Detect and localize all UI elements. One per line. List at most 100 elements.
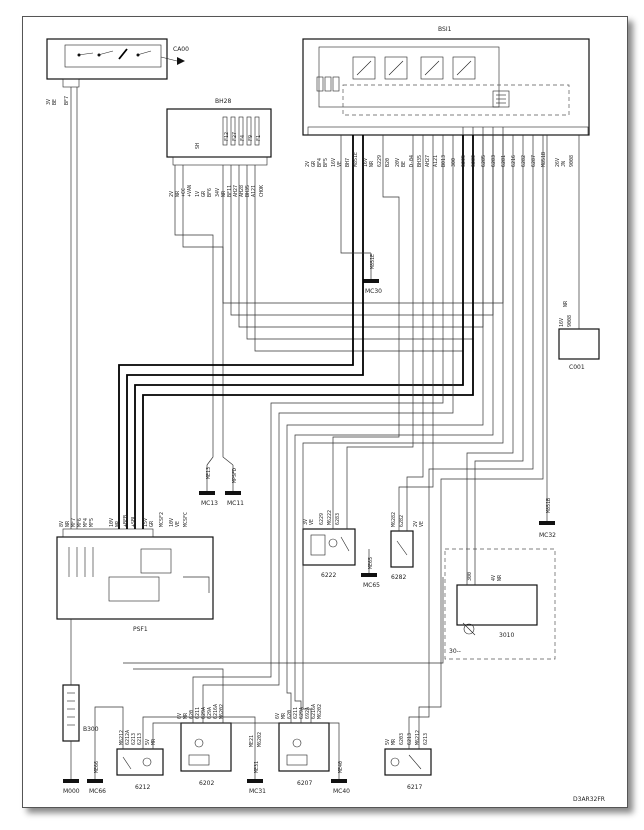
svg-text:6283: 6283 (335, 513, 341, 525)
ground-mc31: MC31 ME31 (247, 751, 266, 795)
svg-text:1V: 1V (195, 191, 201, 197)
ca00-conn-color: BE (52, 99, 58, 105)
svg-text:6282: 6282 (399, 515, 405, 527)
svg-text:M851B: M851B (546, 498, 552, 513)
svg-text:3V: 3V (303, 519, 309, 525)
svg-text:9008: 9008 (569, 155, 575, 167)
svg-text:629A: 629A (299, 707, 305, 719)
ca00-conn-bf: BF7 (64, 96, 70, 105)
svg-text:620: 620 (287, 710, 293, 719)
bh28-sh-label: SH (195, 143, 201, 149)
svg-text:VE: VE (419, 521, 425, 527)
svg-text:2V: 2V (413, 521, 419, 527)
svg-text:+VAN: +VAN (187, 185, 193, 197)
c6217-label: 6217 (407, 784, 422, 791)
svg-text:GR: GR (149, 520, 155, 527)
c3010-sub-label: 30-- (449, 648, 461, 655)
svg-text:BF4: BF4 (317, 158, 323, 167)
svg-text:16V: 16V (559, 318, 565, 327)
key-icon (177, 57, 185, 65)
psf1-module: PSF1 (56, 528, 214, 633)
svg-text:M851E: M851E (353, 152, 359, 167)
svg-text:M851B: M851B (541, 152, 547, 167)
ground-m000: M000 (63, 741, 80, 795)
c001-label: C001 (569, 364, 585, 371)
svg-text:300: 300 (467, 572, 473, 581)
svg-text:+SBL: +SBL (131, 515, 137, 527)
c6202-label: 6202 (199, 780, 214, 787)
svg-text:BE: BE (401, 161, 407, 167)
svg-text:6281: 6281 (501, 155, 507, 167)
ca00-conn-v: 3V (46, 99, 52, 105)
svg-text:ME13: ME13 (206, 467, 212, 479)
c6282-label: 6282 (391, 574, 406, 581)
svg-text:34V: 34V (215, 188, 221, 197)
ground-mc40: MC40 ME40 (331, 751, 350, 795)
c6207-label: 6207 (297, 780, 312, 787)
svg-text:MF6: MF6 (77, 518, 83, 527)
svg-text:F1: F1 (256, 135, 262, 141)
svg-text:F12: F12 (224, 132, 230, 141)
svg-text:MC66: MC66 (89, 788, 106, 795)
svg-text:16V: 16V (363, 158, 369, 167)
svg-text:MF5: MF5 (89, 518, 95, 527)
svg-text:6213: 6213 (407, 733, 413, 745)
b300-label: B300 (83, 726, 99, 733)
psf1-label: PSF1 (133, 626, 148, 633)
bsi1-module: BSI1 (302, 26, 590, 136)
wiring-diagram: CA00 3V BE BF7 BSI1 BH28 S (46, 26, 605, 803)
svg-text:+BFB: +BFB (123, 515, 129, 527)
svg-text:JN: JN (561, 161, 567, 167)
svg-text:AH27: AH27 (425, 155, 431, 167)
svg-text:MC11: MC11 (227, 500, 244, 507)
svg-text:6287: 6287 (531, 155, 537, 167)
svg-text:MCSF2: MCSF2 (159, 512, 165, 527)
svg-text:6229: 6229 (319, 513, 325, 525)
svg-text:NR: NR (65, 520, 71, 527)
svg-text:BF11: BF11 (227, 185, 233, 197)
svg-text:6211: 6211 (195, 707, 201, 719)
svg-text:6285: 6285 (481, 155, 487, 167)
watermark-code: D3AR32FR (573, 796, 605, 803)
svg-text:MPSFD: MPSFD (232, 468, 238, 483)
svg-text:M6212: M6212 (415, 730, 421, 745)
c3010-component: 3010 30-- (444, 548, 556, 660)
svg-text:M6202: M6202 (257, 732, 263, 747)
svg-text:ME40: ME40 (338, 761, 344, 773)
svg-text:A121: A121 (251, 185, 257, 197)
svg-text:NR: NR (175, 190, 181, 197)
svg-text:2V: 2V (169, 191, 175, 197)
svg-text:MF7: MF7 (71, 518, 77, 527)
c001-conn-label: 9008 (567, 315, 573, 327)
c6222-component: 6222 (302, 528, 356, 579)
c6212-label: 6212 (135, 784, 150, 791)
svg-text:MC40: MC40 (333, 788, 350, 795)
svg-text:15V: 15V (143, 518, 149, 527)
svg-text:+CC: +CC (181, 188, 187, 197)
svg-text:ME31: ME31 (254, 761, 260, 773)
svg-text:NR: NR (115, 520, 121, 527)
c6207-component: 6207 (278, 722, 330, 787)
svg-text:D-04: D-04 (409, 155, 415, 167)
bsi1-label: BSI1 (438, 26, 452, 33)
svg-text:M6282: M6282 (391, 512, 397, 527)
svg-text:4V: 4V (491, 575, 497, 581)
svg-text:692A: 692A (305, 707, 311, 719)
svg-text:620: 620 (189, 710, 195, 719)
svg-text:VE: VE (175, 521, 181, 527)
svg-text:ME21: ME21 (249, 735, 255, 747)
svg-text:10V: 10V (169, 518, 175, 527)
svg-text:629A: 629A (207, 707, 213, 719)
svg-text:AH27: AH27 (233, 185, 239, 197)
svg-text:6216A: 6216A (213, 704, 219, 719)
svg-text:6216: 6216 (511, 155, 517, 167)
svg-text:BH35: BH35 (245, 185, 251, 197)
svg-text:6213: 6213 (423, 733, 429, 745)
b300-battery: B300 (62, 684, 99, 742)
svg-text:8V: 8V (59, 521, 65, 527)
bh28-fusebox: BH28 SH (166, 98, 272, 166)
ground-mc11: MC11 MPSFD (225, 465, 244, 507)
svg-text:VE: VE (309, 519, 315, 525)
ground-mc32: MC32 M851B (539, 491, 556, 539)
light-icon (463, 623, 475, 635)
